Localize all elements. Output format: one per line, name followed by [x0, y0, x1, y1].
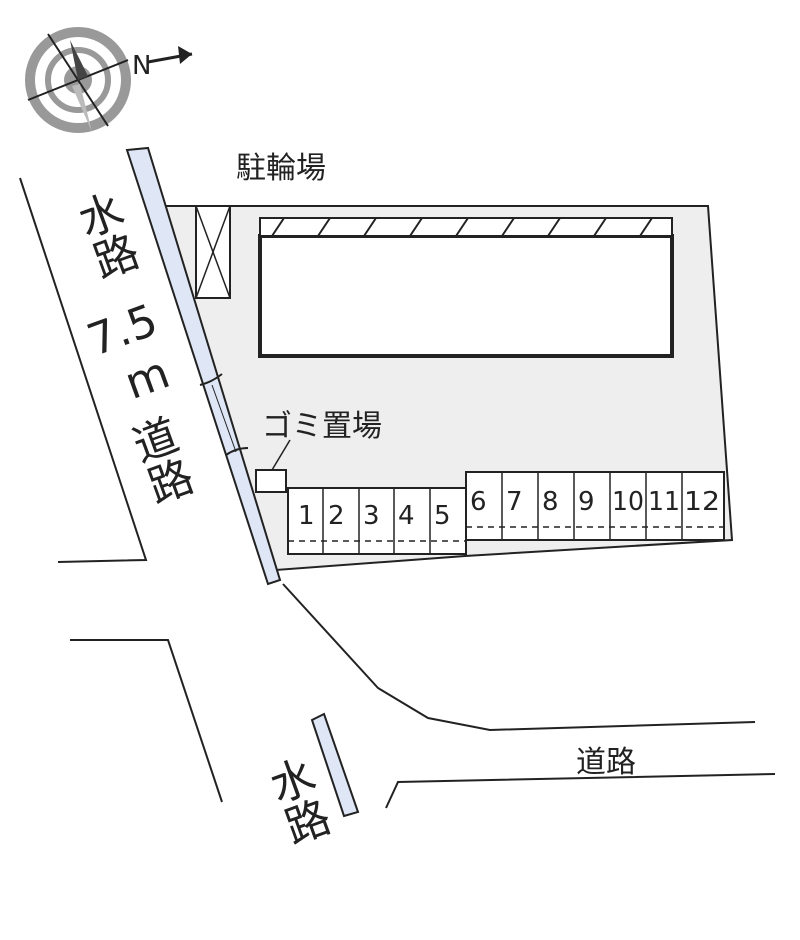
- garbage-leader-line: [271, 439, 291, 471]
- road-left-label: 道路: [120, 411, 198, 511]
- road-width-marker-bottom: [225, 447, 249, 456]
- road-width-marker-top: [199, 373, 223, 386]
- canal-top-label: 水路: [65, 186, 143, 286]
- road-width-unit: m: [118, 347, 176, 410]
- bicycle-parking-label: 駐輪場: [236, 151, 326, 186]
- road-bottom-lower-edge: [385, 773, 776, 809]
- road-left-edge: [19, 177, 148, 563]
- parking-slot-4: 4: [398, 501, 415, 531]
- road-left-bottom-edge: [70, 639, 223, 803]
- parking-row-left: [287, 487, 467, 555]
- parking-slot-10: 10: [612, 487, 644, 517]
- parking-slot-9: 9: [578, 487, 595, 517]
- compass-icon: N: [25, 27, 193, 133]
- canal-bottom: [310, 712, 360, 818]
- canal-top: [125, 146, 282, 586]
- parking-slot-2: 2: [328, 501, 345, 531]
- parking-slot-8: 8: [542, 487, 559, 517]
- parking-slot-1: 1: [298, 501, 315, 531]
- road-bottom-label: 道路: [576, 745, 636, 780]
- parking-slot-5: 5: [434, 501, 451, 531]
- parking-slot-3: 3: [363, 501, 380, 531]
- road-width-line: [211, 384, 237, 453]
- parking-row-right: [465, 471, 725, 541]
- road-bottom-upper-edge: [282, 583, 756, 732]
- garbage-area-box: [255, 469, 287, 493]
- parking-slot-11: 11: [648, 487, 680, 517]
- building-balcony: [259, 217, 673, 237]
- garbage-area-label: ゴミ置場: [262, 409, 382, 444]
- parking-slot-7: 7: [506, 487, 523, 517]
- building: [258, 234, 674, 358]
- north-label: N: [132, 51, 151, 81]
- bicycle-parking-box: [195, 205, 231, 299]
- canal-bottom-label: 水路: [257, 752, 335, 852]
- parking-slot-6: 6: [470, 487, 487, 517]
- parking-slot-12: 12: [684, 487, 720, 517]
